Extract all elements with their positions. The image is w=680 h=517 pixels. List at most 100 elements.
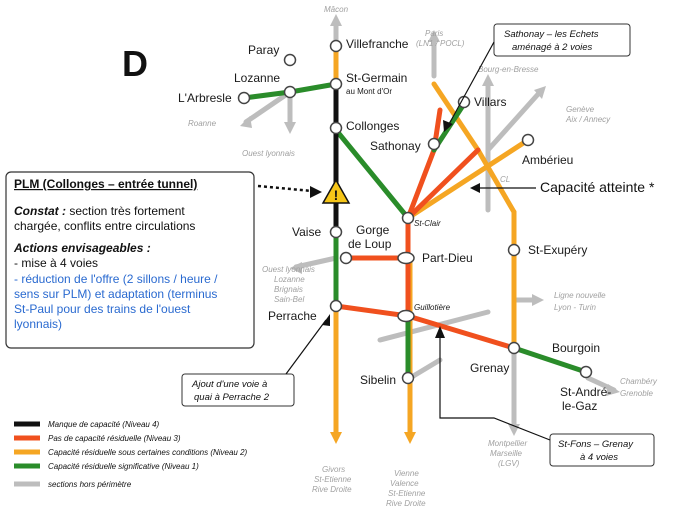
legend-item-3: Capacité résiduelle significative (Nivea… [48,462,199,471]
dir-ouest-lyonnais-list-0: Ouest lyonnais [262,265,315,274]
callout-perrache: Ajout d'une voie à quai à Perrache 2 [181,314,330,407]
callout-capacite: Capacité atteinte * [470,179,655,195]
label-st-andre-1: St-André- [560,385,611,399]
dir-geneve-2: Aix / Annecy [565,115,611,124]
station-node-bourgoin [579,365,593,379]
callout-sathonay-line-1: Sathonay – les Echets [504,29,599,40]
plm-box-constat: Constat : section très fortement [14,204,185,218]
label-villars: Villars [474,95,506,109]
label-guillotiere: Guillotière [414,303,451,312]
callout-stfons: St-Fons – Grenay à 4 voies [435,326,655,467]
station-node-part-dieu [397,251,415,265]
label-gorge-de-loup-1: Gorge [356,223,390,237]
station-node-grenay [507,341,521,355]
callout-sathonay: Sathonay – les Echets aménagé à 2 voies [443,23,631,132]
station-node-amberieu [521,133,535,147]
station-node-vaise [329,225,343,239]
dir-vienne-2: St-Etienne [388,489,426,498]
dir-montpellier-1: Marseille [490,449,523,458]
label-grenay: Grenay [470,361,509,375]
plm-box-actions: Actions envisageables : [13,241,151,255]
dir-chambery-2: Grenoble [620,389,653,398]
dir-vienne-1: Valence [390,479,419,488]
dir-macon: Mâcon [324,5,349,14]
label-sibelin: Sibelin [360,373,396,387]
station-node-st-germain [329,77,343,91]
dir-ouest-lyonnais-list-1: Lozanne [274,275,305,284]
svg-text:!: ! [334,187,339,203]
plm-pointer-arrow [257,184,322,198]
legend-item-2: Capacité résiduelle sous certaines condi… [48,448,248,457]
dir-givors-0: Givors [322,465,345,474]
label-paray: Paray [248,43,279,57]
dir-vienne-0: Vienne [394,469,419,478]
callout-sathonay-line-2: aménagé à 2 voies [512,42,593,53]
station-node-perrache [329,299,343,313]
dir-ouest-lyonnais-list-2: Brignais [274,285,303,294]
dir-givors-2: Rive Droite [312,485,352,494]
label-vaise: Vaise [292,225,321,239]
station-node-sathonay [427,137,441,151]
dir-geneve-1: Genève [566,105,595,114]
dir-paris-2: (LN1 / POCL) [416,39,465,48]
station-node-collonges [329,121,343,135]
legend-item-0: Manque de capacité (Niveau 4) [48,420,160,429]
dir-ouest-lyonnais-list-3: Sain-Bel [274,295,304,304]
dir-ligne-nouvelle-2: Lyon - Turin [554,303,596,312]
station-node-st-clair [401,211,415,225]
label-st-germain: St-Germain [346,71,407,85]
dir-cl: CL [500,175,510,184]
label-amberieu: Ambérieu [522,153,573,167]
label-sathonay: Sathonay [370,139,421,153]
label-villefranche: Villefranche [346,37,409,51]
legend-item-1: Pas de capacité résiduelle (Niveau 3) [48,434,181,443]
dir-vienne-3: Rive Droite [386,499,426,508]
station-node-paray [283,53,297,67]
dir-roanne: Roanne [188,119,217,128]
station-node-villars [457,95,471,109]
plm-box-blue-2: sens sur PLM) et adaptation (terminus [14,287,217,301]
dir-ligne-nouvelle-1: Ligne nouvelle [554,291,606,300]
label-gorge-de-loup-2: de Loup [348,237,392,251]
label-st-clair: St-Clair [414,219,441,228]
grey-arrowheads [240,14,620,436]
station-node-gorge-de-loup [339,251,353,265]
station-node-st-exupery [507,243,521,257]
dir-montpellier-0: Montpellier [488,439,527,448]
legend: Manque de capacité (Niveau 4) Pas de cap… [14,420,248,489]
plm-box-constat-2: chargée, conflits entre circulations [14,219,195,233]
callout-stfons-line-2: à 4 voies [580,452,618,463]
dir-bourg: Bourg-en-Bresse [478,65,539,74]
dir-ouest-lyonnais: Ouest lyonnais [242,149,295,158]
red-sections [333,107,517,351]
plm-box-blue-1: - réduction de l'offre (2 sillons / heur… [14,272,218,286]
station-node-lozanne [283,85,297,99]
legend-item-4: sections hors périmètre [48,480,132,489]
callout-perrache-line-1: Ajout d'une voie à [191,379,267,390]
orange-arrowheads [330,432,416,444]
station-nodes [237,39,593,385]
map-title: D [122,43,148,84]
callout-capacite-text: Capacité atteinte * [540,179,655,195]
label-st-andre-2: le-Gaz [562,399,597,413]
label-st-germain-sub: au Mont d'Or [346,87,392,96]
dir-givors-1: St-Etienne [314,475,352,484]
dir-chambery-1: Chambéry [620,377,658,386]
station-node-sibelin [401,371,415,385]
label-collonges: Collonges [346,119,399,133]
plm-info-box: PLM (Collonges – entrée tunnel) Constat … [5,171,255,349]
station-node-villefranche [329,39,343,53]
dir-paris-1: Paris [425,29,443,38]
label-larbresle: L'Arbresle [178,91,232,105]
label-st-exupery: St-Exupéry [528,243,587,257]
warning-icon: ! [321,178,351,204]
callout-stfons-line-1: St-Fons – Grenay [558,439,634,450]
label-lozanne: Lozanne [234,71,280,85]
plm-box-blue-4: lyonnais) [14,317,62,331]
plm-box-blue-3: St-Paul pour des trains de l'ouest [14,302,191,316]
callout-perrache-line-2: quai à Perrache 2 [194,392,270,403]
label-bourgoin: Bourgoin [552,341,600,355]
label-part-dieu: Part-Dieu [422,251,473,265]
dir-montpellier-2: (LGV) [498,459,520,468]
